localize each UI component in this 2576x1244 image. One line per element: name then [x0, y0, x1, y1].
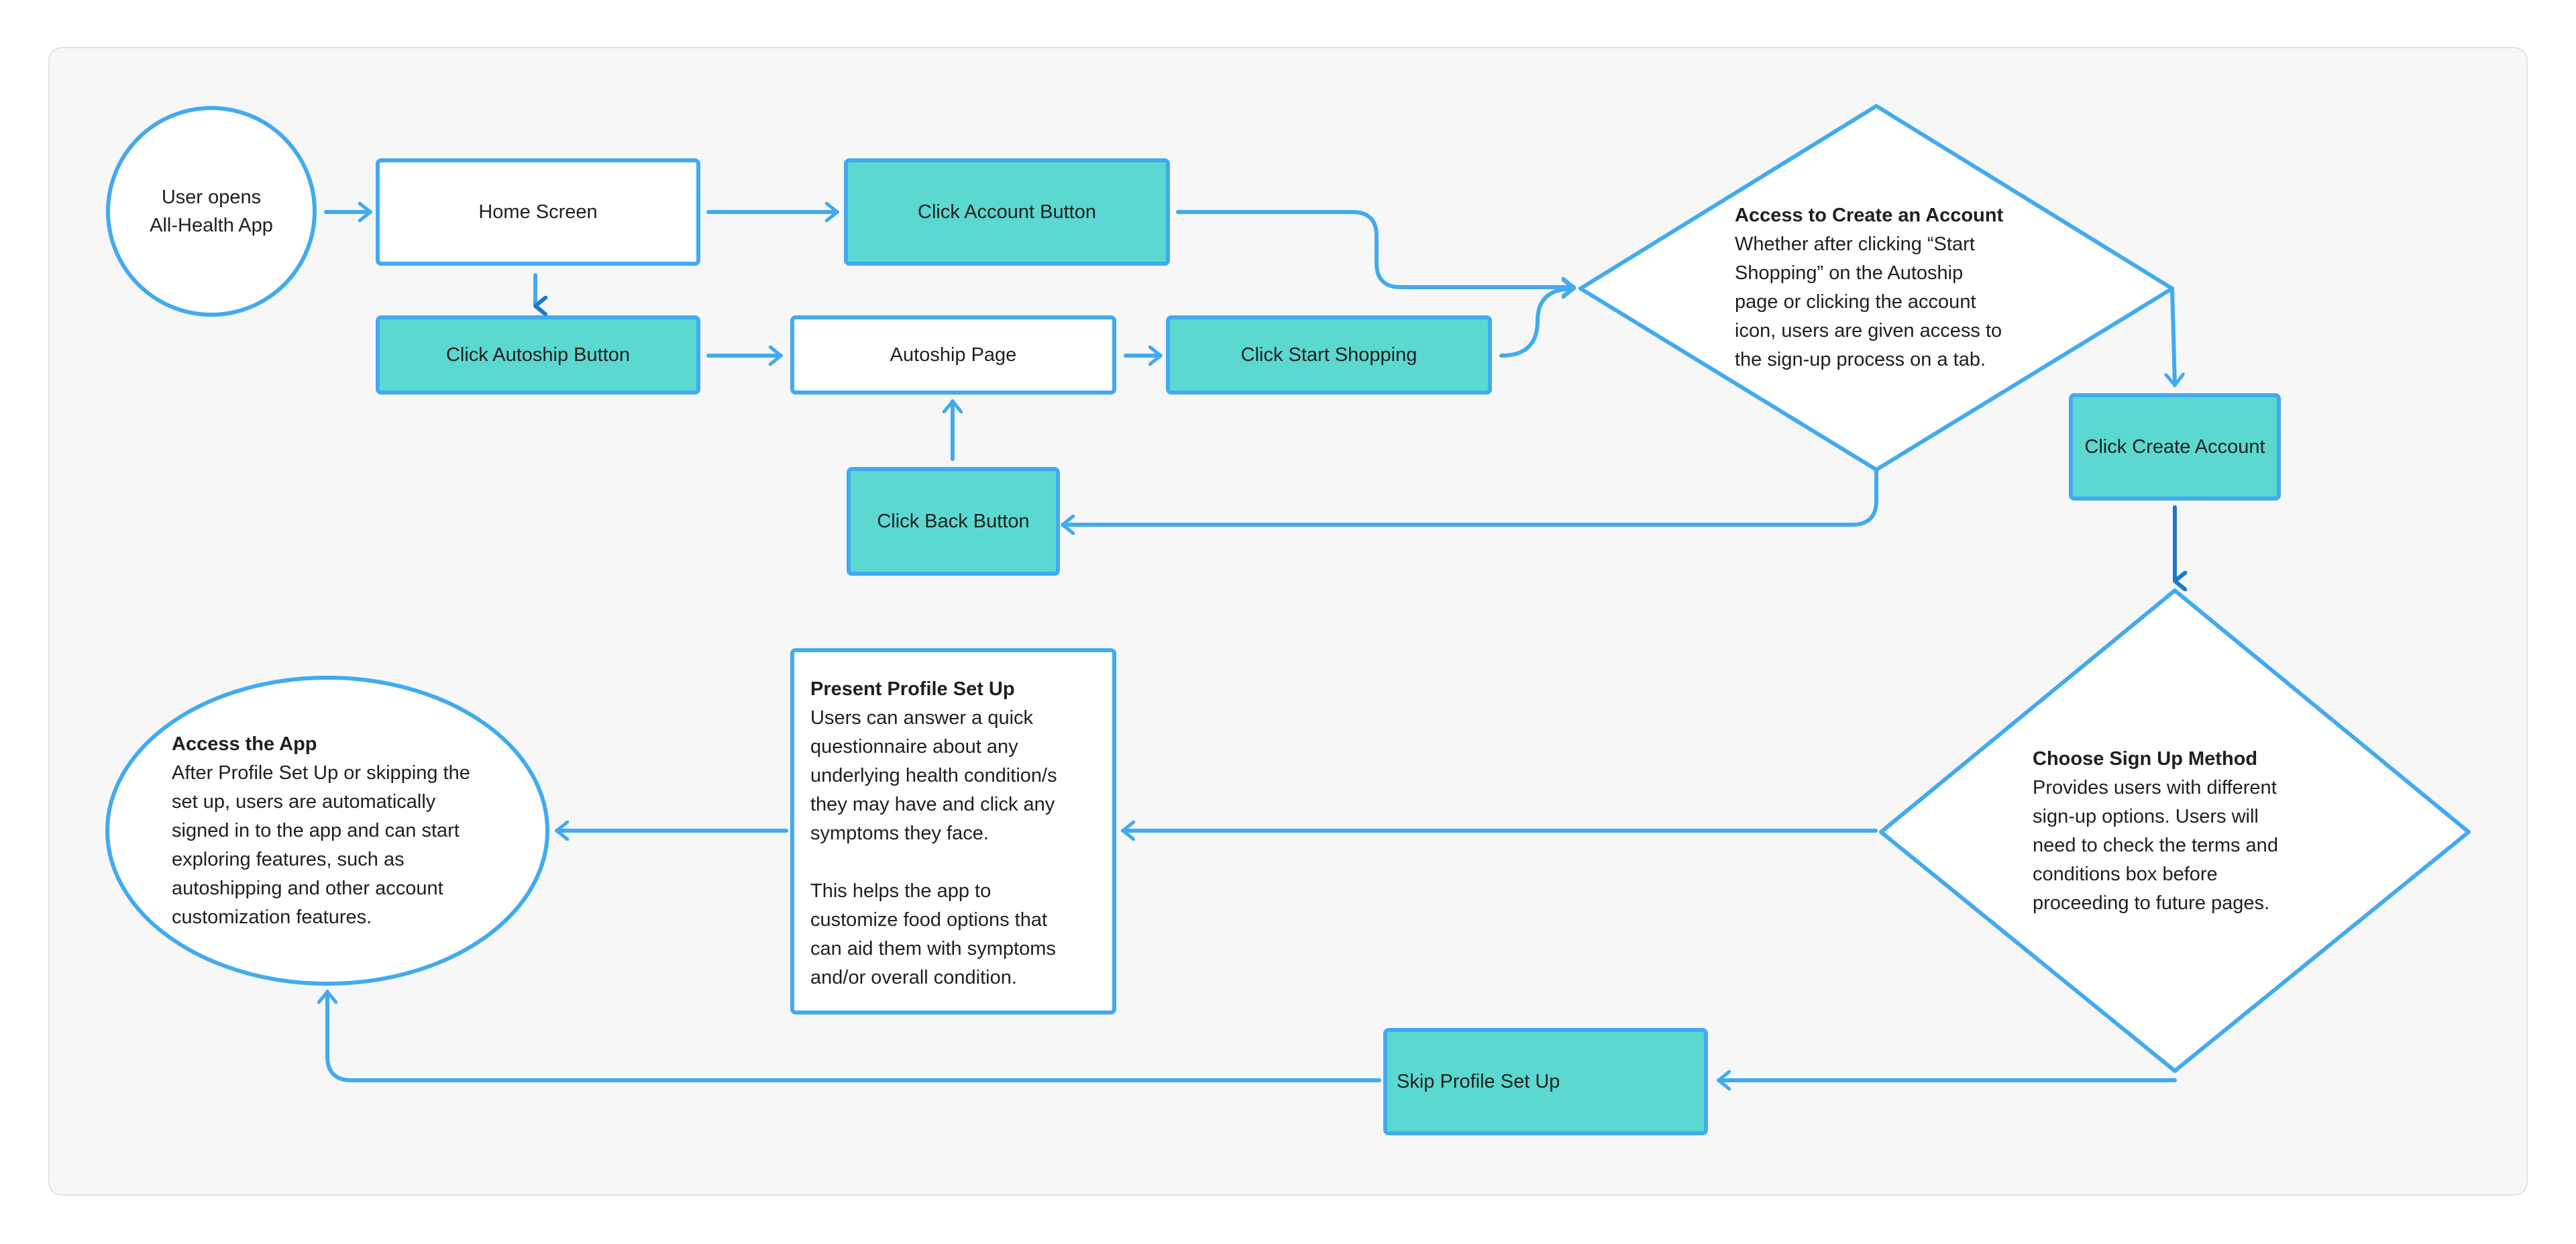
skip-profile-set-up-label: Skip Profile Set Up — [1397, 1071, 1560, 1092]
click-autoship-button-label: Click Autoship Button — [445, 344, 631, 366]
access-create-account-text: Access to Create an Account Whether afte… — [1735, 201, 2043, 374]
choose-sign-up-method-title: Choose Sign Up Method — [2033, 748, 2258, 770]
click-account-button-label: Click Account Button — [918, 201, 1096, 223]
start-node-user-opens: User opens All-Health App — [106, 106, 317, 317]
click-back-button-label: Click Back Button — [877, 511, 1030, 532]
choose-sign-up-method-body: Provides users with different sign-up op… — [2033, 777, 2278, 914]
autoship-page-label: Autoship Page — [890, 344, 1017, 366]
access-the-app-body: After Profile Set Up or skipping the set… — [172, 762, 470, 928]
present-profile-set-up-title: Present Profile Set Up — [810, 678, 1015, 700]
click-create-account-node: Click Create Account — [2069, 393, 2281, 501]
click-autoship-button-node: Click Autoship Button — [376, 315, 700, 395]
start-node-label: User opens All-Health App — [150, 187, 273, 236]
access-the-app-text: Access the App After Profile Set Up or s… — [172, 730, 507, 932]
click-start-shopping-node: Click Start Shopping — [1166, 315, 1492, 395]
present-profile-set-up-body: Users can answer a quick questionnaire a… — [810, 707, 1057, 988]
access-create-account-title: Access to Create an Account — [1735, 205, 2004, 226]
present-profile-set-up-node: Present Profile Set Up Users can answer … — [790, 648, 1116, 1015]
click-back-button-node: Click Back Button — [847, 467, 1060, 576]
autoship-page-node: Autoship Page — [790, 315, 1116, 395]
click-account-button-node: Click Account Button — [844, 158, 1170, 266]
access-create-account-body: Whether after clicking “Start Shopping” … — [1735, 234, 2002, 370]
home-screen-label: Home Screen — [478, 201, 598, 223]
access-the-app-title: Access the App — [172, 733, 317, 755]
choose-sign-up-method-text: Choose Sign Up Method Provides users wit… — [2033, 745, 2328, 918]
click-start-shopping-label: Click Start Shopping — [1240, 344, 1417, 366]
skip-profile-set-up-node: Skip Profile Set Up — [1383, 1028, 1708, 1135]
home-screen-node: Home Screen — [376, 158, 700, 266]
click-create-account-label: Click Create Account — [2084, 436, 2265, 458]
